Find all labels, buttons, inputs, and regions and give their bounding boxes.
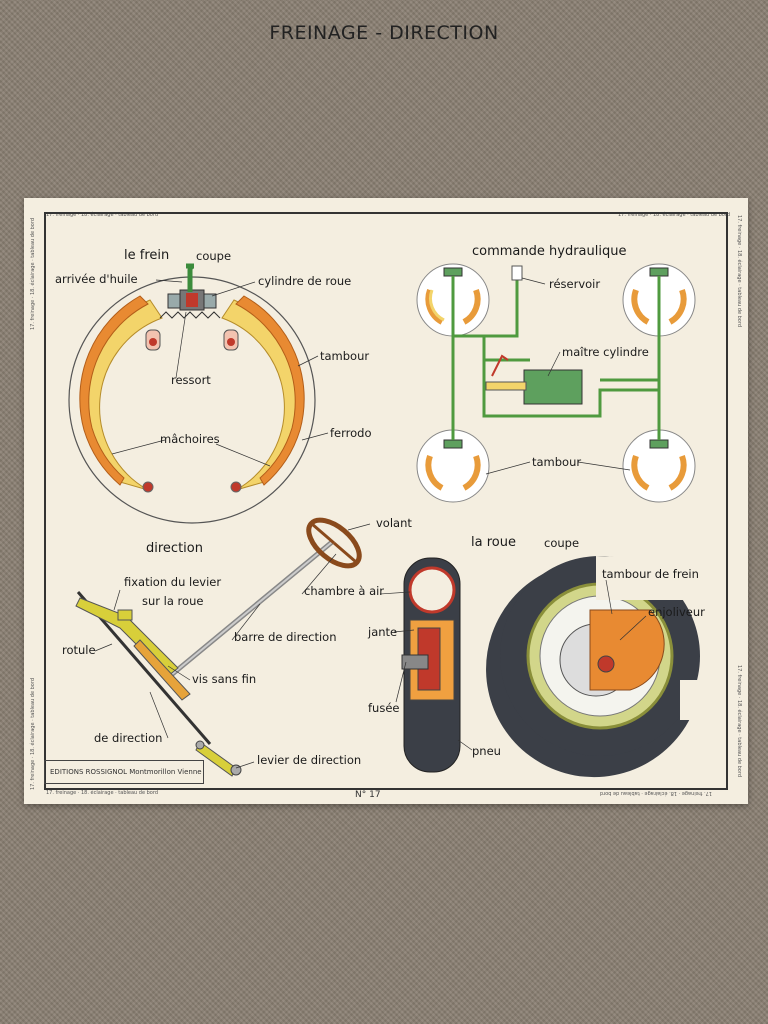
tyre-section-drawing [379,557,473,773]
label-reservoir: réservoir [549,277,601,291]
wheel-cutaway-drawing [486,556,720,778]
label-lining: ferrodo [330,426,372,440]
strip-bottom-left: 17. freinage · 18. éclairage · tableau d… [46,790,159,796]
label-steering-bar: barre de direction [234,630,337,644]
label-steering-wheel: volant [376,516,412,530]
label-hydraulic-drum: tambour [532,455,582,469]
strip-top-left: 17. freinage · 18. éclairage · tableau d… [46,212,159,218]
label-tyre: pneu [472,744,501,758]
brake-drawing [68,263,329,524]
label-drum: tambour [320,349,370,363]
editions-label: EDITIONS ROSSIGNOL Montmorillon Vienne [50,768,202,776]
brake-title: le frein [124,248,170,263]
label-oil-inlet: arrivée d'huile [55,272,138,286]
strip-top-right: 17. freinage · 18. éclairage · tableau d… [618,212,731,218]
poster-title: FREINAGE - DIRECTION [269,22,499,44]
label-shoes: mâchoires [160,432,220,446]
label-worm-screw: vis sans fin [192,672,257,686]
brake-subtitle: coupe [196,249,232,263]
label-rim: jante [368,625,398,639]
label-lever-fix-1: fixation du levier [124,575,222,589]
editions-box [44,760,204,784]
steering-title: direction [146,541,203,556]
label-steering-lever: levier de direction [257,753,362,767]
label-brake-drum: tambour de frein [602,567,699,581]
hydraulic-drawing [416,263,696,503]
label-master-cylinder: maître cylindre [562,345,649,359]
label-wheel-cylinder: cylindre de roue [258,274,352,288]
poster-number: N° 17 [355,790,381,800]
label-air-chamber: chambre à air [304,584,385,598]
label-spring: ressort [171,373,211,387]
hydraulic-title: commande hydraulique [472,244,627,259]
steering-drawing [75,517,371,777]
label-spindle: fusée [368,701,400,715]
label-lever-fix-2: sur la roue [142,594,204,608]
label-hubcap: enjoliveur [648,605,705,619]
label-ball-joint: rotule [62,643,96,657]
label-rod: de direction [94,731,163,745]
poster-frame [44,212,728,790]
wheel-subtitle: coupe [544,536,580,550]
wheel-title: la roue [471,535,516,550]
